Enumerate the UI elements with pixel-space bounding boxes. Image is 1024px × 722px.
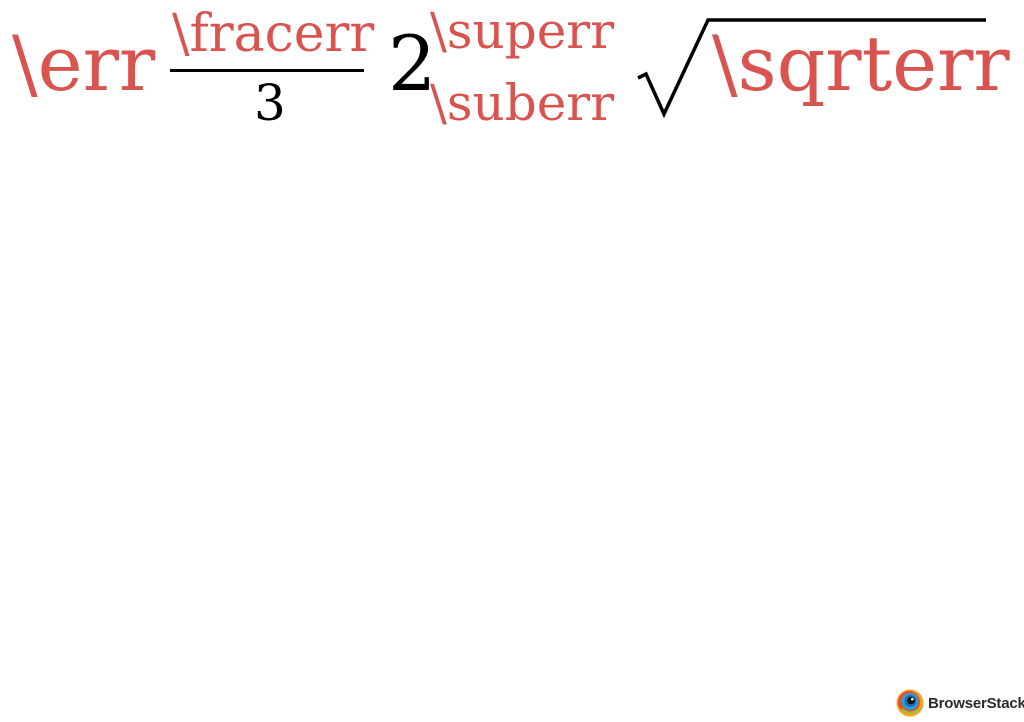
fraction-denominator: 3 — [254, 74, 286, 132]
error-macro-err: \err — [12, 19, 156, 108]
sqrt-radical-sign — [637, 18, 986, 119]
fraction-numerator-error: \fracerr — [172, 4, 375, 64]
math-expression: \err \fracerr 3 2 \superr \suberr \sqrte… — [0, 0, 1024, 150]
browserstack-logo: BrowserStack — [896, 688, 1024, 718]
fraction-bar — [170, 69, 364, 72]
sqrt-inner-error: \sqrterr — [712, 19, 1010, 108]
superscript-error: \superr — [430, 2, 615, 60]
subscript-error: \suberr — [430, 74, 615, 132]
script-base: 2 — [388, 19, 437, 108]
browserstack-logo-icon — [896, 689, 924, 717]
browserstack-logo-text: BrowserStack — [928, 694, 1024, 712]
